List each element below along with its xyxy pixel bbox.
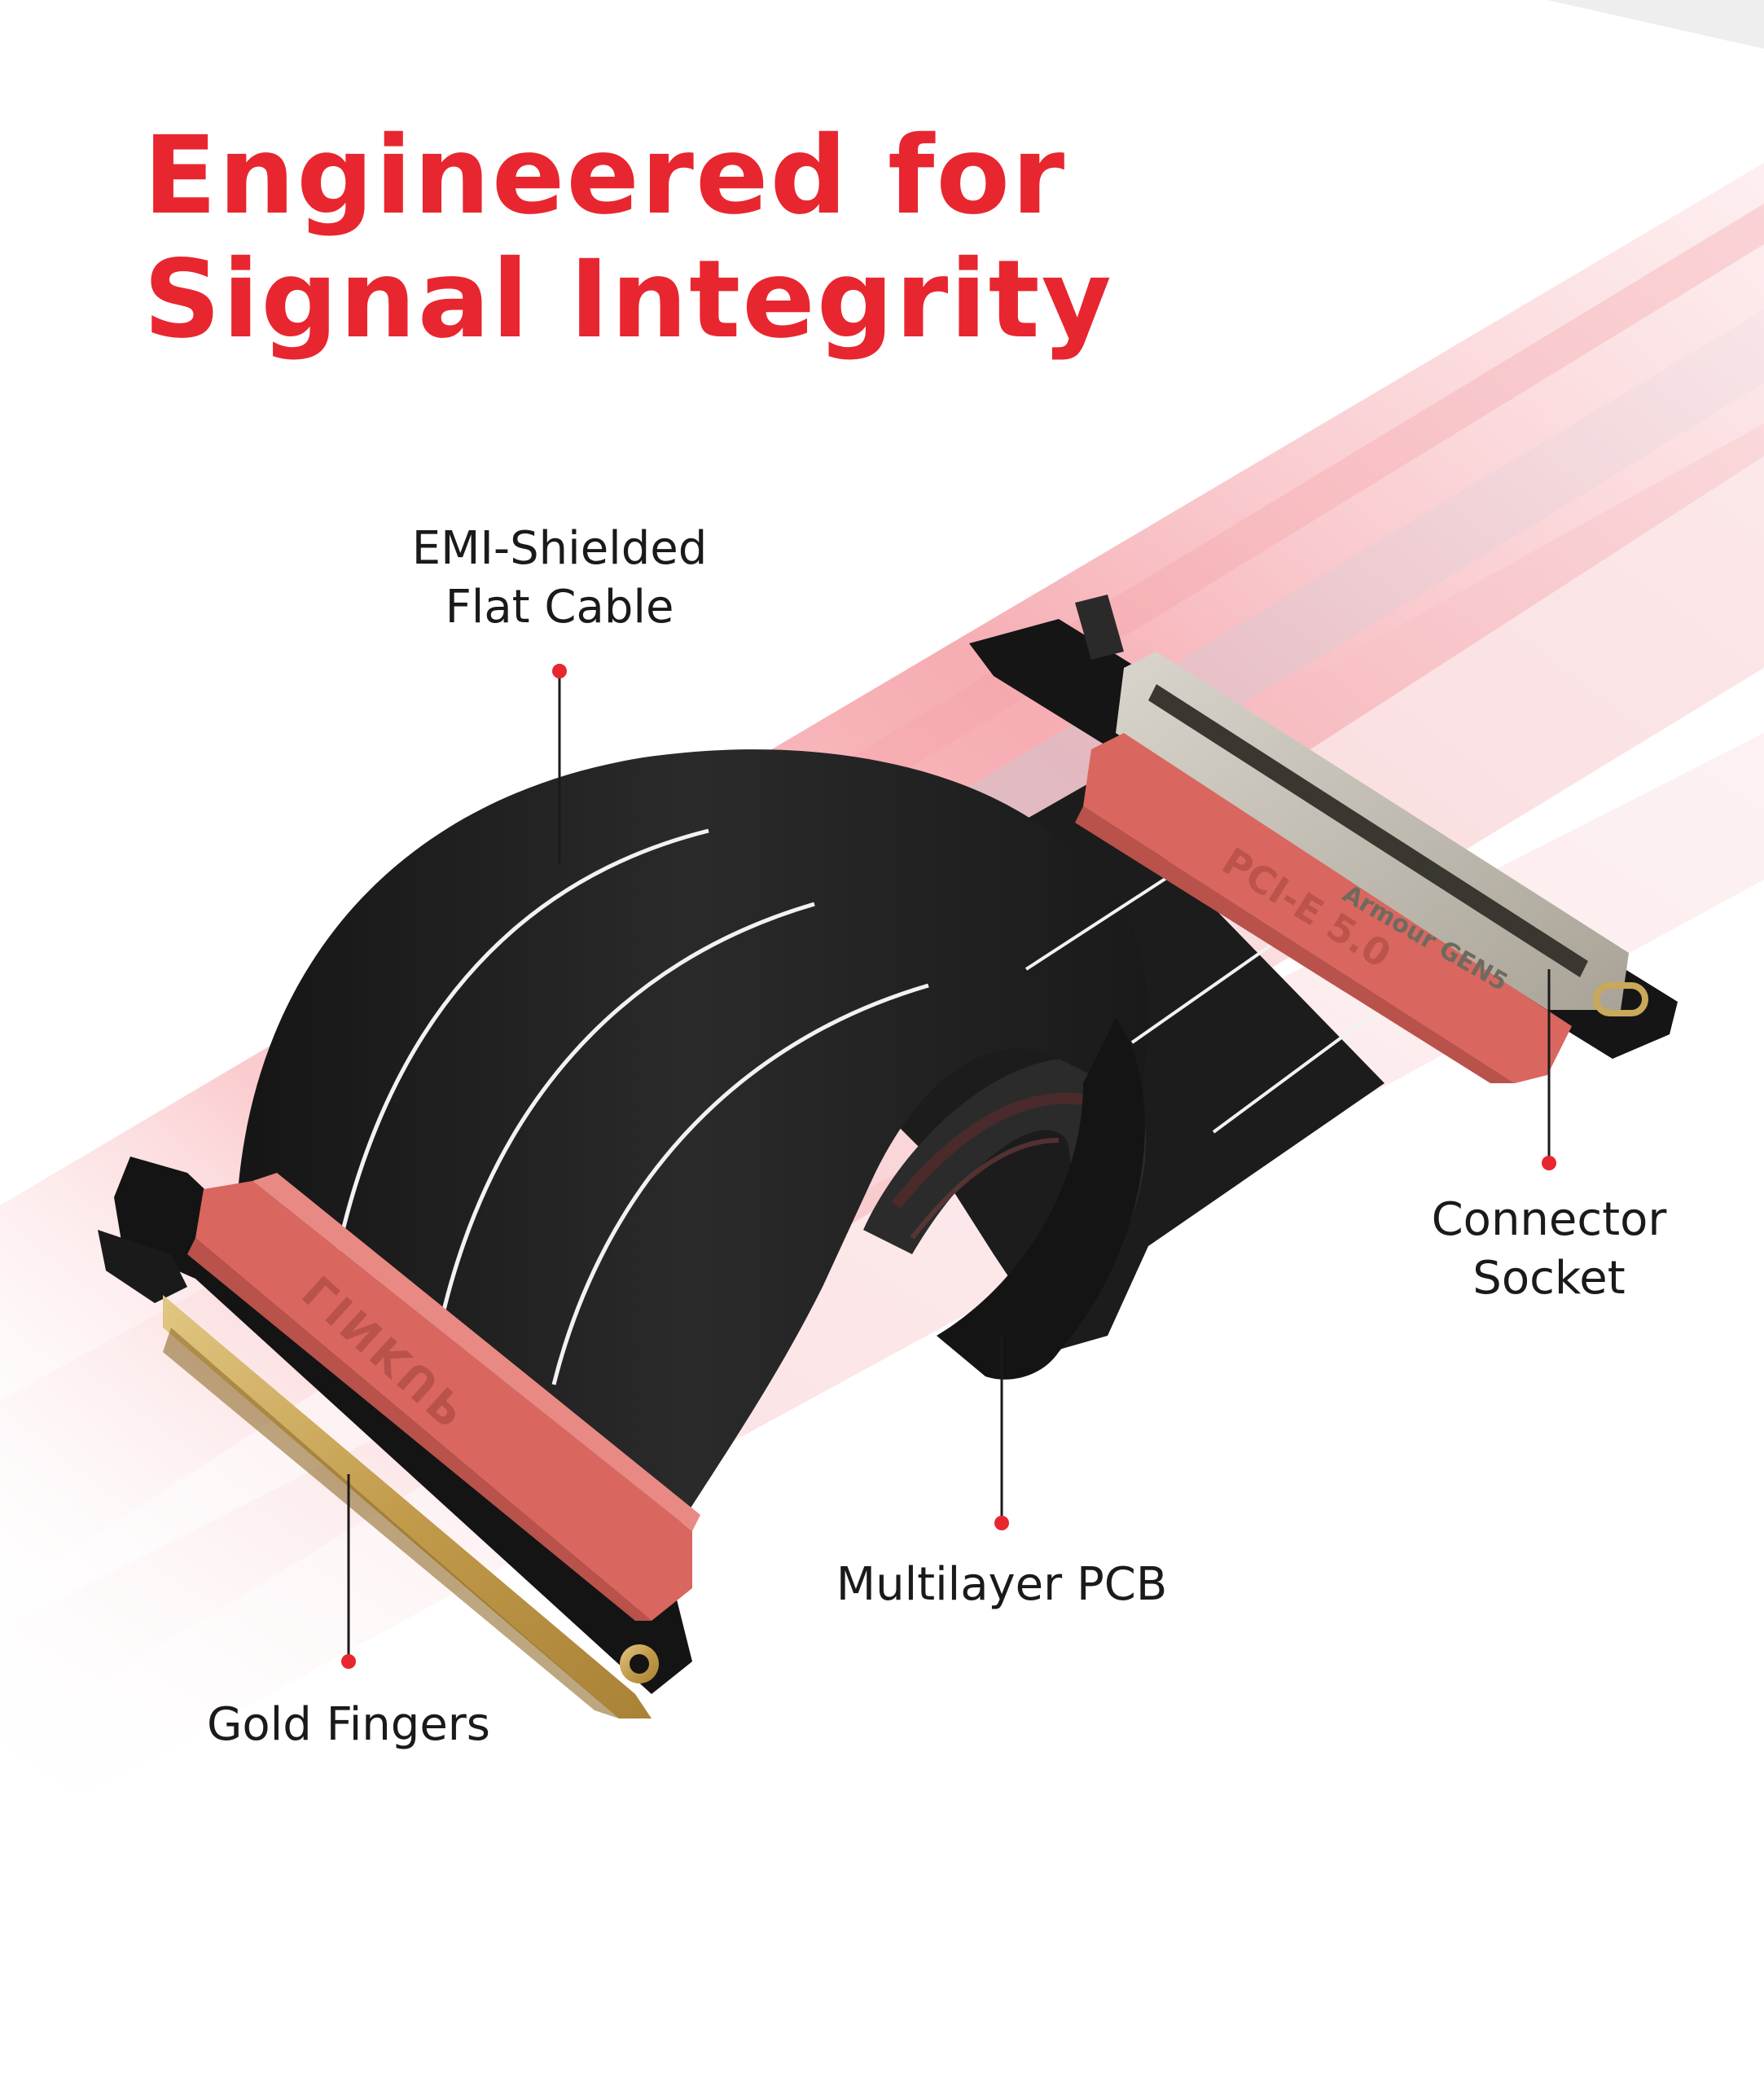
callout-emi-shielded-flat-cable: EMI-Shielded Flat Cable xyxy=(397,520,722,637)
connector-socket xyxy=(969,595,1678,1083)
callout-emi-line-2: Flat Cable xyxy=(445,581,674,634)
callout-fingers-line-1: Gold Fingers xyxy=(207,1698,490,1751)
callout-emi-line-1: EMI-Shielded xyxy=(411,522,708,575)
callout-socket-line-1: Connector xyxy=(1431,1193,1667,1246)
headline-line-1: Engineered for xyxy=(143,113,1067,239)
headline-line-2: Signal Integrity xyxy=(143,237,1113,362)
callout-multilayer-pcb: Multilayer PCB xyxy=(814,1556,1189,1614)
callout-connector-socket: Connector Socket xyxy=(1402,1191,1696,1308)
gold-finger-connector xyxy=(98,1157,700,1718)
callout-pcb-line-1: Multilayer PCB xyxy=(836,1558,1168,1611)
callout-leaders xyxy=(341,664,1556,1669)
page-headline: Engineered for Signal Integrity xyxy=(143,114,1113,362)
callout-socket-line-2: Socket xyxy=(1472,1252,1626,1305)
callout-gold-fingers: Gold Fingers xyxy=(186,1696,511,1754)
